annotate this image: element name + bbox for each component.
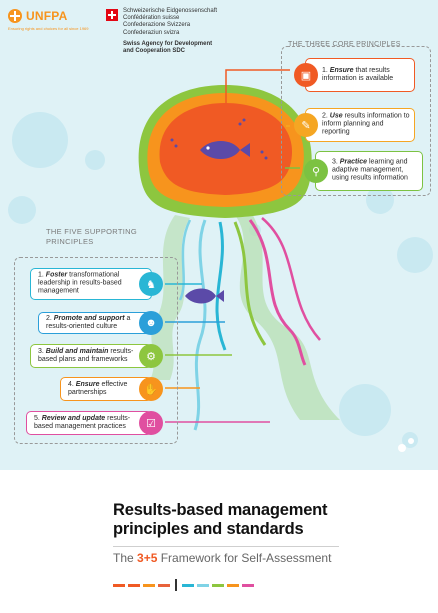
color-dash <box>211 583 224 587</box>
core-principle-2-text: 2. Use results information to inform pla… <box>322 112 410 137</box>
swiss-flag-icon <box>106 9 118 21</box>
people-icon: ☻ <box>139 311 163 335</box>
supporting-principles-heading: THE FIVE SUPPORTING PRINCIPLES <box>46 227 137 246</box>
sdc-line-2: and Cooperation SDC <box>123 48 186 55</box>
core-principle-3-text: 3. Practice learning and adaptive manage… <box>332 158 408 183</box>
supporting-principle-4-text: 4. Ensure effective partnerships <box>68 380 128 396</box>
page-title-line-1: Results-based management <box>113 501 328 519</box>
supporting-principle-2-text: 2. Promote and support a results-oriente… <box>46 314 131 330</box>
supporting-principle-1-text: 1. Foster transformational leadership in… <box>38 271 122 296</box>
supporting-principle-1: ♞ 1. Foster transformational leadership … <box>30 268 163 300</box>
infographic-poster: UNFPA Ensuring rights and choices for al… <box>0 0 438 470</box>
page-title-line-2: principles and standards <box>113 520 304 538</box>
supporting-principles-frame <box>14 257 178 444</box>
supporting-principle-5: ☑ 5. Review and update results-based man… <box>26 411 163 435</box>
jellyfish-illustration <box>8 69 433 452</box>
magnifier-icon: ⚲ <box>304 159 328 183</box>
separator-bar <box>175 579 177 591</box>
color-dash <box>226 583 239 587</box>
supporting-principle-3: ⚙ 3. Build and maintain results-based pl… <box>30 344 163 368</box>
color-dash-strip <box>113 579 254 591</box>
swiss-agency-block: Schweizerische Eidgenossenschaft Confédé… <box>123 8 217 55</box>
color-dash <box>143 583 155 587</box>
page-subtitle: The 3+5 Framework for Self-Assessment <box>113 551 332 565</box>
title-divider <box>113 546 339 547</box>
unfpa-tagline: Ensuring rights and choices for all sinc… <box>8 26 89 31</box>
core-principle-2: ✎ 2. Use results information to inform p… <box>294 108 415 142</box>
presentation-icon: ▣ <box>294 63 318 87</box>
core-principles-heading: THE THREE CORE PRINCIPLES <box>288 41 401 48</box>
team-icon: ♞ <box>139 272 163 296</box>
color-dash <box>128 583 140 587</box>
unfpa-emblem-icon <box>8 9 22 23</box>
color-dash <box>241 583 254 587</box>
page-title: Results-based management principles and … <box>113 501 328 539</box>
title-panel <box>0 470 438 613</box>
swiss-line-2: Confédération suisse <box>123 15 180 22</box>
checklist-icon: ☑ <box>139 411 163 435</box>
swiss-line-3: Confederazione Svizzera <box>123 22 191 29</box>
core-principles-frame <box>281 46 431 196</box>
unfpa-wordmark: UNFPA <box>26 9 68 23</box>
handshake-icon: ✋ <box>139 377 163 401</box>
core-principle-3: ⚲ 3. Practice learning and adaptive mana… <box>304 151 423 191</box>
supporting-principle-3-text: 3. Build and maintain results-based plan… <box>38 347 134 363</box>
color-dash <box>113 583 125 587</box>
clipboard-icon: ✎ <box>294 113 318 137</box>
sdc-name: Swiss Agency for Development and Coopera… <box>123 41 217 55</box>
color-dash <box>196 583 209 587</box>
sdc-line-1: Swiss Agency for Development <box>123 40 213 47</box>
swiss-line-1: Schweizerische Eidgenossenschaft <box>123 8 218 14</box>
core-principle-1: ▣ 1. Ensure that results information is … <box>294 58 415 92</box>
supporting-principle-5-text: 5. Review and update results-based manag… <box>34 414 131 430</box>
core-principle-1-text: 1. Ensure that results information is av… <box>322 66 394 82</box>
gears-icon: ⚙ <box>139 344 163 368</box>
supporting-principle-2: ☻ 2. Promote and support a results-orien… <box>38 311 163 335</box>
supporting-principle-4: ✋ 4. Ensure effective partnerships <box>60 377 163 401</box>
unfpa-logo: UNFPA <box>8 9 67 23</box>
color-dash <box>181 583 194 587</box>
color-dash <box>158 583 170 587</box>
swiss-line-4: Confederaziun svizra <box>123 29 180 36</box>
